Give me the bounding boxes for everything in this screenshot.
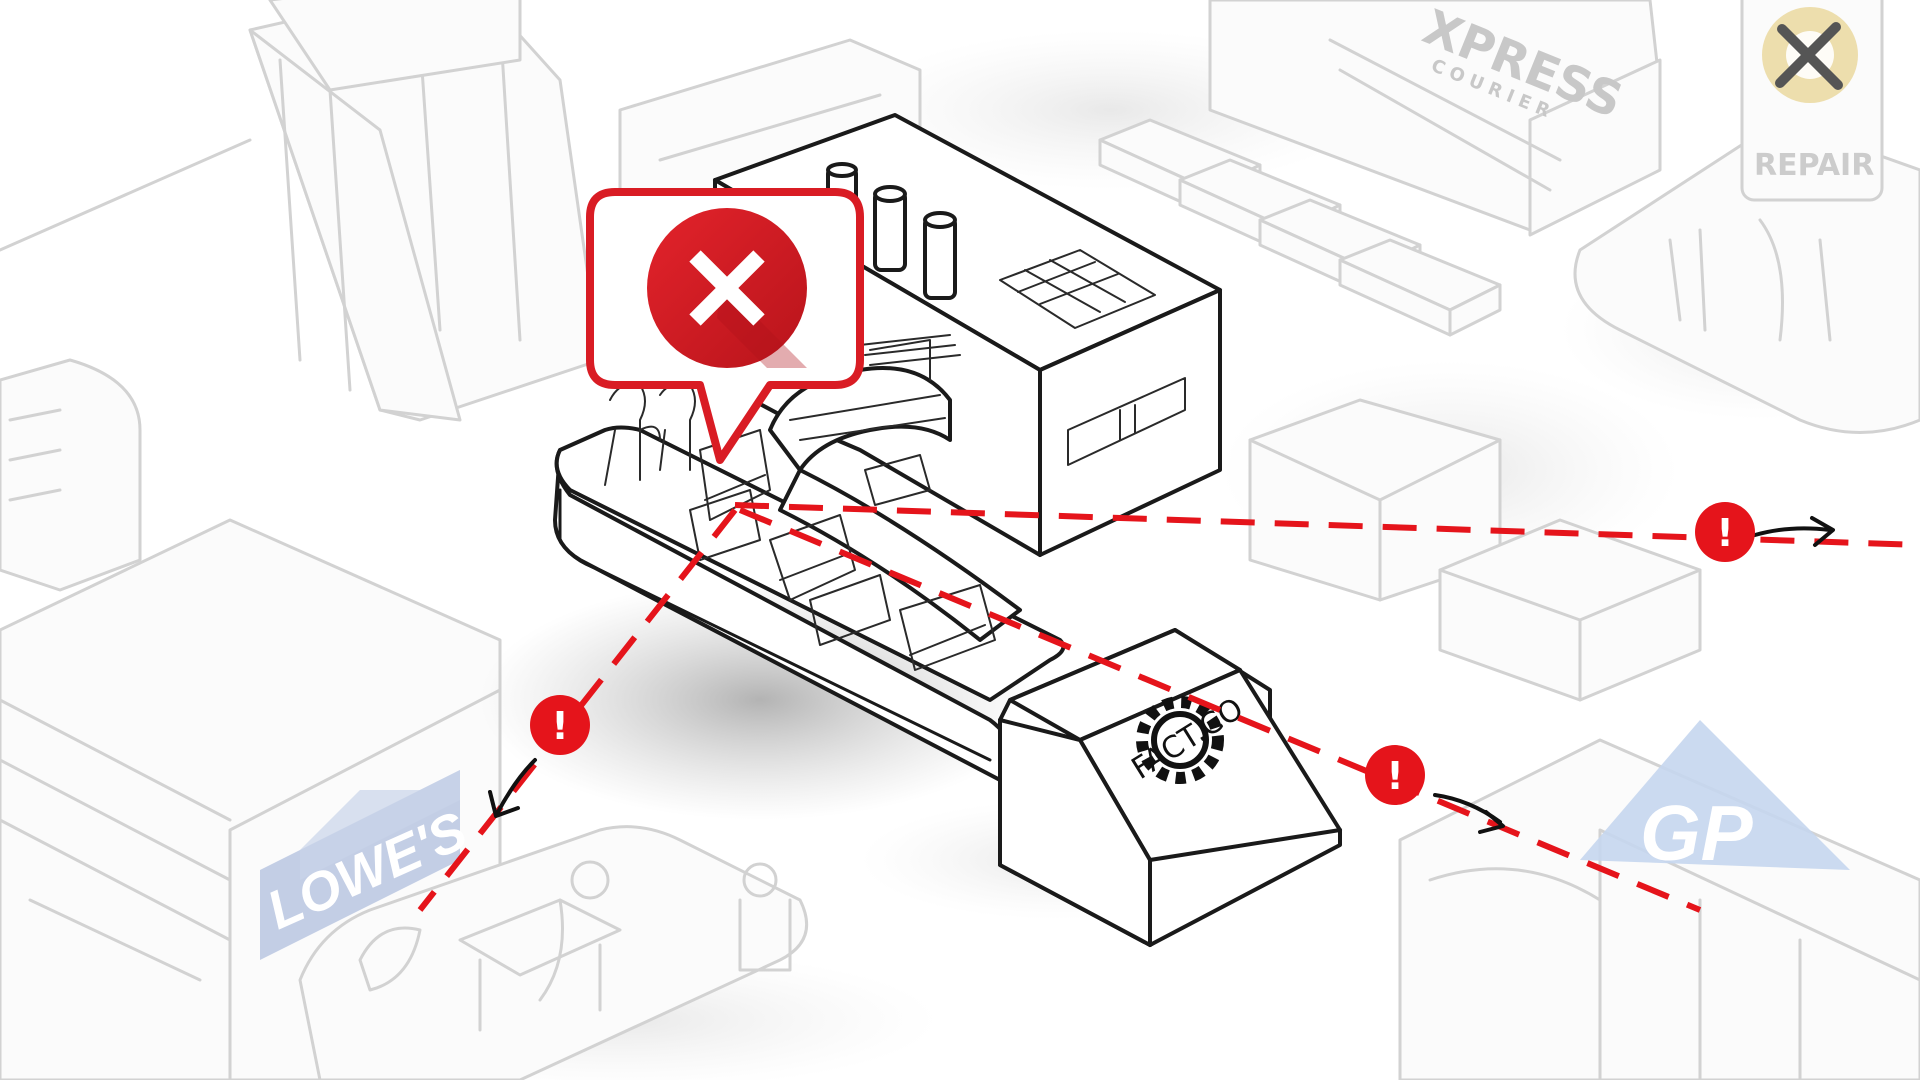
products bbox=[689, 429, 996, 671]
arrow-right-icon bbox=[1433, 793, 1505, 834]
warning-mark: ! bbox=[1716, 511, 1733, 555]
arrow-right-icon bbox=[1753, 516, 1835, 547]
gp-sign: GP bbox=[1640, 789, 1754, 877]
conveyor-belt bbox=[768, 334, 1022, 642]
skylight bbox=[999, 249, 1156, 329]
warning-mark: ! bbox=[551, 704, 568, 748]
warning-mark: ! bbox=[1386, 754, 1403, 798]
route-line-southwest bbox=[417, 508, 738, 912]
route-line-southeast bbox=[738, 507, 1702, 913]
fact-co-block: FACT.CO bbox=[998, 628, 1342, 947]
tall-building-left bbox=[0, 0, 602, 422]
route-arrows bbox=[488, 516, 1835, 834]
exclamation-icon bbox=[1365, 745, 1425, 805]
office-desk-area bbox=[298, 825, 809, 1080]
truck bbox=[1338, 238, 1502, 337]
warning-marker-southeast: ! bbox=[1365, 745, 1425, 805]
express-courier-depot: XPRESS COURIER bbox=[1098, 0, 1662, 337]
factory-window bbox=[1067, 377, 1186, 466]
building-left-edge bbox=[0, 358, 142, 592]
warning-marker-east: ! bbox=[1695, 502, 1755, 562]
warning-markers: ! ! ! bbox=[530, 502, 1755, 805]
delivery-trucks bbox=[1098, 118, 1502, 337]
factory-platform-top bbox=[554, 425, 1066, 702]
warning-marker-southwest: ! bbox=[530, 695, 590, 755]
arrow-down-left-icon bbox=[488, 758, 537, 818]
faint-warehouses bbox=[1248, 398, 1702, 702]
gp-logo: GP bbox=[1580, 720, 1850, 877]
factory-building: FACT.CO bbox=[553, 113, 1342, 947]
gp-store: GP bbox=[1398, 720, 1920, 1080]
exclamation-icon bbox=[530, 695, 590, 755]
wrench-gear-icon bbox=[1762, 7, 1858, 103]
building-top-left bbox=[268, 0, 522, 92]
exclamation-icon bbox=[1695, 502, 1755, 562]
gear-icon bbox=[1136, 696, 1224, 784]
error-bubble bbox=[586, 188, 864, 464]
close-icon bbox=[647, 208, 807, 368]
repair-shop: REPAIR bbox=[1573, 0, 1920, 434]
repair-sign: REPAIR bbox=[1754, 148, 1874, 183]
